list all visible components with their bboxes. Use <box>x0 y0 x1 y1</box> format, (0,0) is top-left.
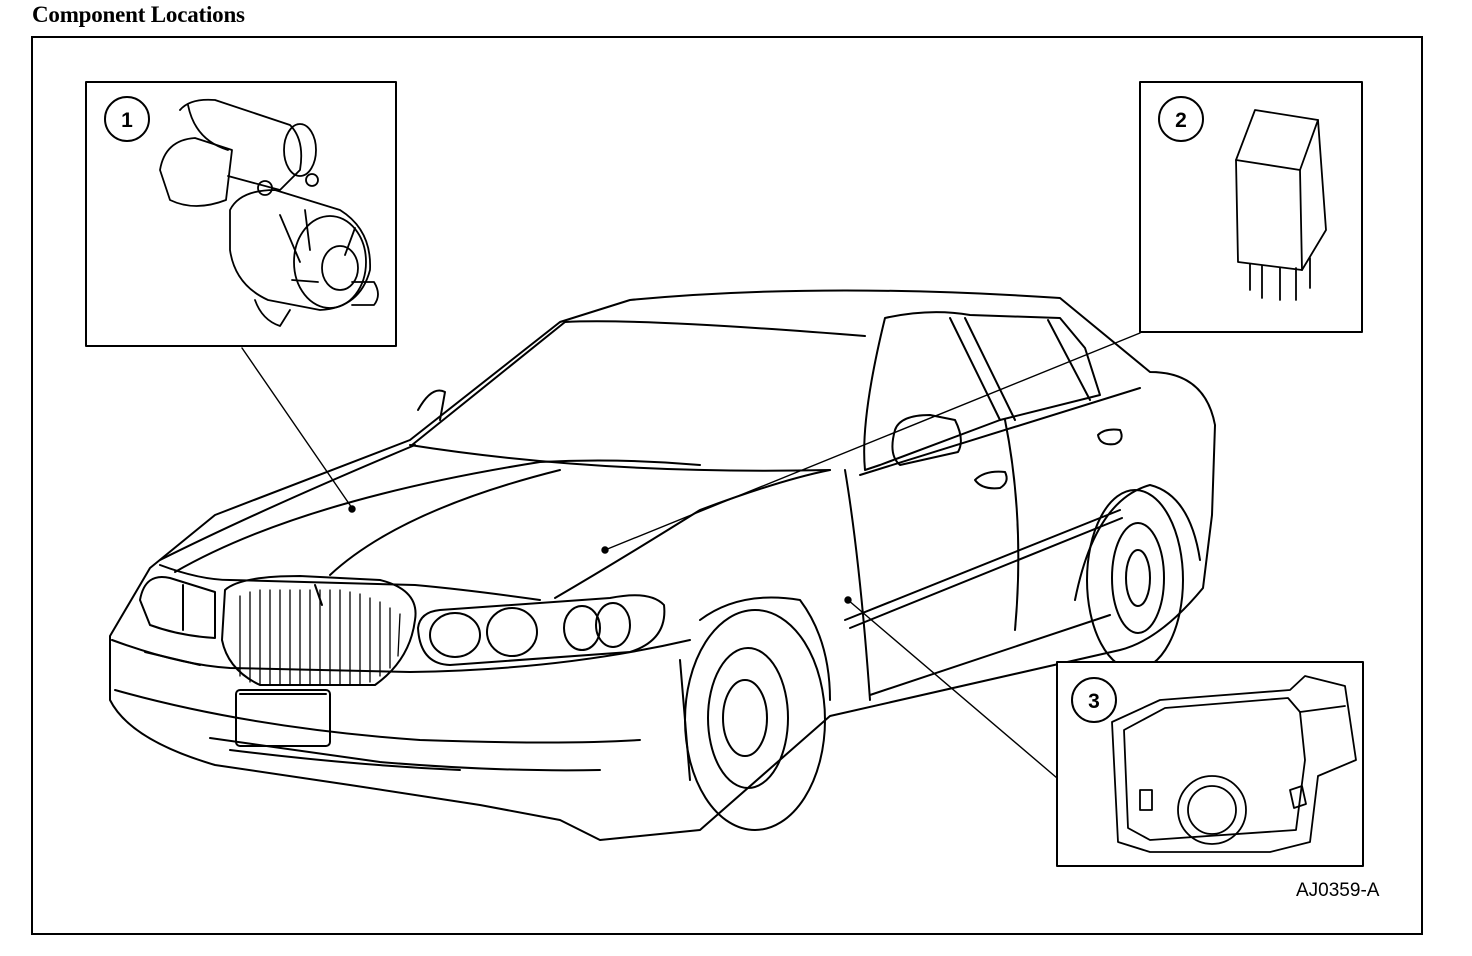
callout-number-2: 2 <box>1175 109 1187 132</box>
callout-badge-3 <box>1071 677 1117 723</box>
vehicle-illustration <box>109 289 1216 841</box>
figure-id: AJ0359-A <box>1296 880 1380 901</box>
leader-dot-1 <box>348 505 356 513</box>
figure-frame <box>31 36 1423 935</box>
callout-badge-1 <box>104 96 150 142</box>
callout-number-3: 3 <box>1088 690 1100 713</box>
switch-icon <box>1111 675 1357 853</box>
relay-icon <box>1235 109 1327 301</box>
inset-switch: 3 <box>1056 661 1364 867</box>
inset-relay: 2 <box>1139 81 1363 333</box>
inset-starter-motor: 1 <box>85 81 397 347</box>
leader-line-1 <box>241 347 353 509</box>
callout-number-1: 1 <box>121 109 133 132</box>
starter-motor-icon <box>159 98 379 327</box>
leader-lines <box>241 332 1141 779</box>
leader-line-3 <box>847 599 1058 779</box>
leader-dot-3 <box>844 596 852 604</box>
callout-badge-2 <box>1158 96 1204 142</box>
leader-line-2 <box>604 332 1141 551</box>
page-title: Component Locations <box>32 2 245 27</box>
leader-dot-2 <box>601 546 609 554</box>
